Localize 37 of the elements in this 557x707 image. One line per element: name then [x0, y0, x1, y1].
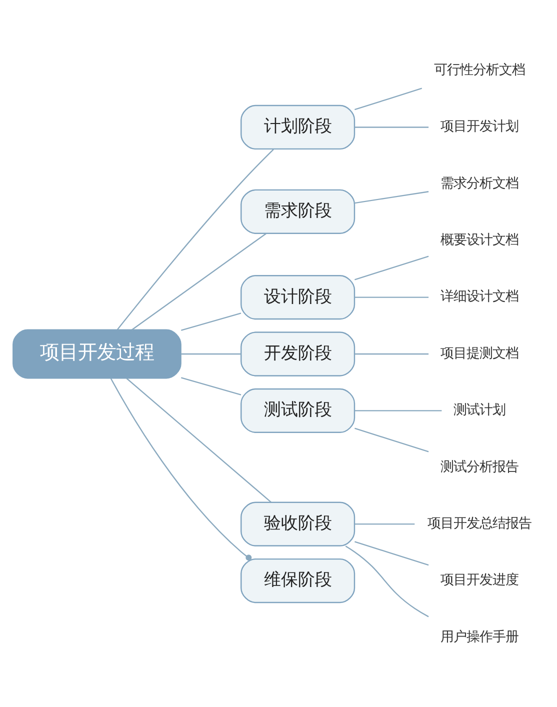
connector: [354, 410, 442, 411]
node-text: 测试计划: [453, 402, 506, 418]
connector: [354, 87, 422, 110]
connector: [345, 545, 429, 617]
node-text: 需求分析文档: [440, 176, 518, 191]
node-text: 可行性分析文档: [434, 62, 525, 78]
connector: [116, 148, 274, 330]
node-box: 需求阶段: [240, 188, 356, 234]
node-text: 概要设计文档: [440, 232, 518, 248]
connector: [110, 378, 252, 560]
node-text: 用户操作手册: [440, 629, 518, 644]
node-box: 计划阶段: [240, 104, 356, 150]
connector: [354, 126, 429, 128]
connector: [354, 540, 429, 566]
connector: [354, 296, 429, 298]
node-box: 验收阶段: [240, 501, 356, 546]
node-text: 项目开发总结报告: [427, 516, 532, 531]
node-text: 项目提测文档: [440, 346, 518, 361]
node-box: 设计阶段: [240, 274, 356, 320]
connector: [181, 376, 242, 395]
connector: [354, 352, 429, 354]
node-text: 测试分析报告: [440, 459, 518, 474]
connector: [131, 232, 266, 330]
node-box: 维保阶段: [240, 558, 356, 603]
connector: [354, 427, 429, 452]
connector: [181, 352, 241, 354]
node-text: 项目开发进度: [440, 572, 518, 588]
node-box: 项目开发过程: [12, 328, 182, 378]
node-box: 开发阶段: [240, 331, 356, 376]
node-text: 项目开发计划: [440, 119, 518, 134]
node-box: 测试阶段: [240, 388, 356, 432]
connector: [126, 377, 272, 502]
connector: [354, 522, 415, 524]
node-text: 详细设计文档: [440, 289, 518, 304]
connector: [354, 255, 429, 280]
connector: [354, 190, 429, 204]
connector: [181, 312, 242, 330]
